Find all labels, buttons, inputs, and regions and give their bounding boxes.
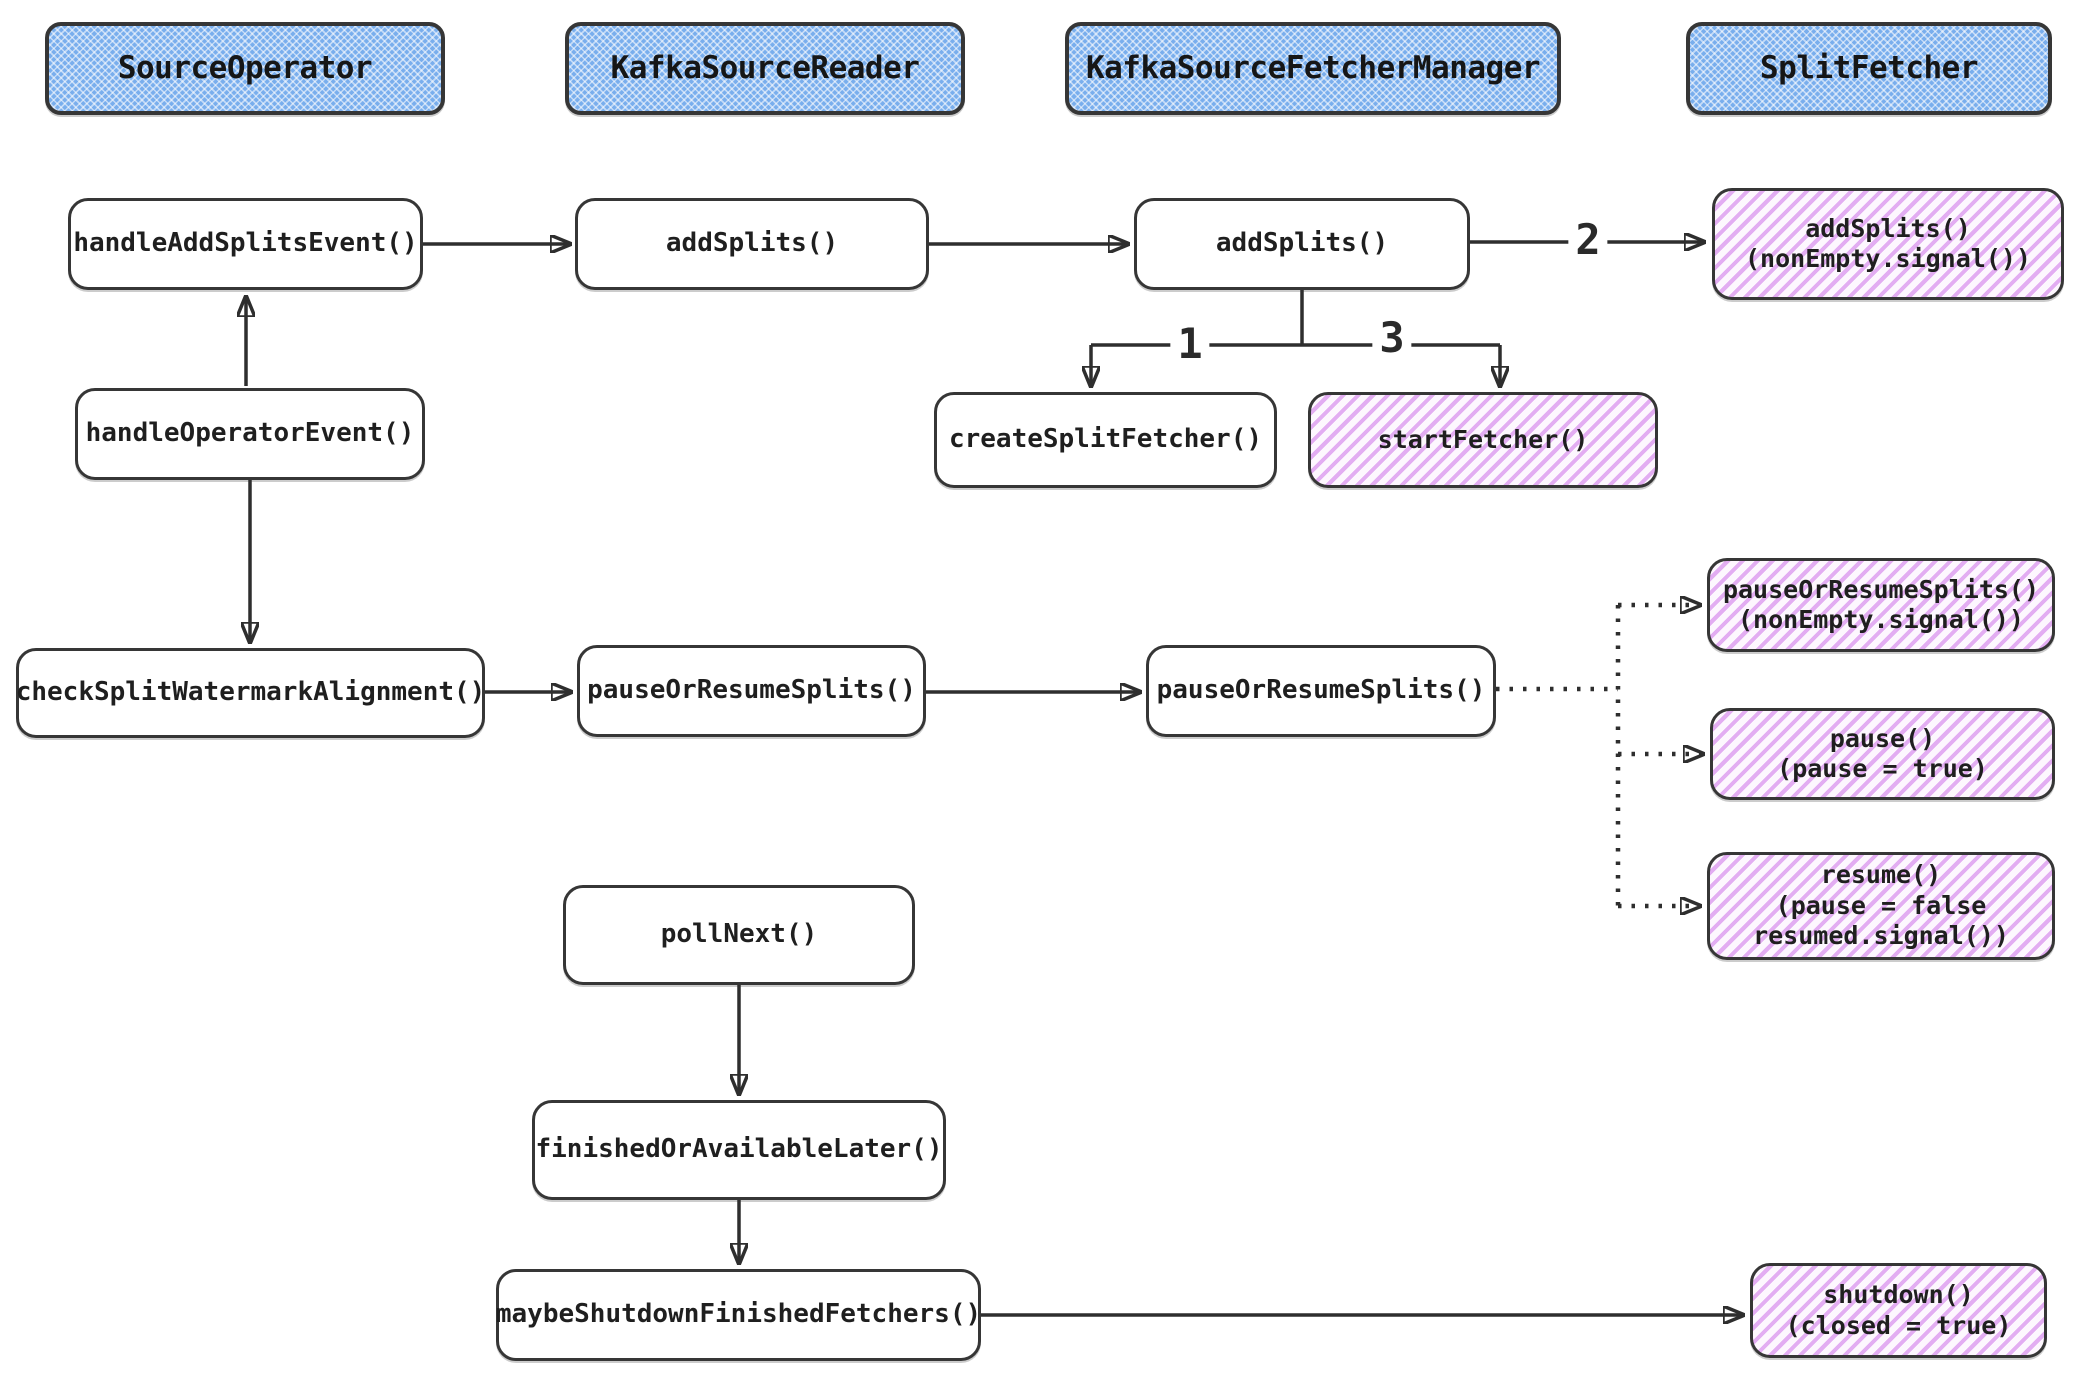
- node-handle-operator-event: handleOperatorEvent(): [75, 388, 425, 480]
- node-line: startFetcher(): [1377, 424, 1589, 454]
- edge-label-step-3: 3: [1372, 317, 1412, 359]
- node-line: resume(): [1820, 860, 1942, 890]
- node-line: (pause = true): [1777, 754, 1988, 783]
- class-box-kafka-source-fetcher-manager: KafkaSourceFetcherManager: [1065, 22, 1561, 115]
- node-line: (nonEmpty.signal()): [1738, 605, 2024, 634]
- node-pause-or-resume-splits-manager: pauseOrResumeSplits(): [1146, 645, 1496, 737]
- node-resume-fetcher: resume() (pause = false resumed.signal()…: [1707, 852, 2055, 960]
- class-box-split-fetcher: SplitFetcher: [1686, 22, 2052, 115]
- node-line: pauseOrResumeSplits(): [1722, 574, 2040, 604]
- node-add-splits-fetcher-signal: addSplits() (nonEmpty.signal()): [1712, 188, 2064, 300]
- class-box-kafka-source-reader: KafkaSourceReader: [565, 22, 965, 115]
- node-line: resumed.signal()): [1753, 921, 2009, 951]
- node-pause-or-resume-splits-fetcher-signal: pauseOrResumeSplits() (nonEmpty.signal()…: [1707, 558, 2055, 652]
- node-add-splits-reader: addSplits(): [575, 198, 929, 290]
- node-handle-add-splits-event: handleAddSplitsEvent(): [68, 198, 423, 290]
- node-line: (nonEmpty.signal()): [1745, 244, 2031, 273]
- node-create-split-fetcher: createSplitFetcher(): [934, 392, 1277, 488]
- node-line: (pause = false: [1775, 890, 1987, 920]
- node-line: (closed = true): [1785, 1310, 2012, 1340]
- edge-label-step-2: 2: [1568, 219, 1608, 261]
- node-line: shutdown(): [1823, 1280, 1974, 1309]
- node-check-split-watermark-alignment: checkSplitWatermarkAlignment(): [16, 648, 485, 738]
- node-poll-next: pollNext(): [563, 885, 915, 985]
- node-pause-or-resume-splits-reader: pauseOrResumeSplits(): [577, 645, 926, 737]
- node-line: pause(): [1829, 723, 1936, 753]
- node-pause-fetcher: pause() (pause = true): [1710, 708, 2055, 800]
- edge-label-step-1: 1: [1170, 323, 1210, 365]
- node-maybe-shutdown-finished-fetchers: maybeShutdownFinishedFetchers(): [496, 1269, 981, 1361]
- class-box-source-operator: SourceOperator: [45, 22, 445, 115]
- node-start-fetcher: startFetcher(): [1308, 392, 1658, 488]
- node-add-splits-manager: addSplits(): [1134, 198, 1470, 290]
- node-shutdown-fetcher: shutdown() (closed = true): [1750, 1263, 2047, 1358]
- node-line: addSplits(): [1805, 213, 1971, 243]
- node-finished-or-available-later: finishedOrAvailableLater(): [532, 1100, 946, 1200]
